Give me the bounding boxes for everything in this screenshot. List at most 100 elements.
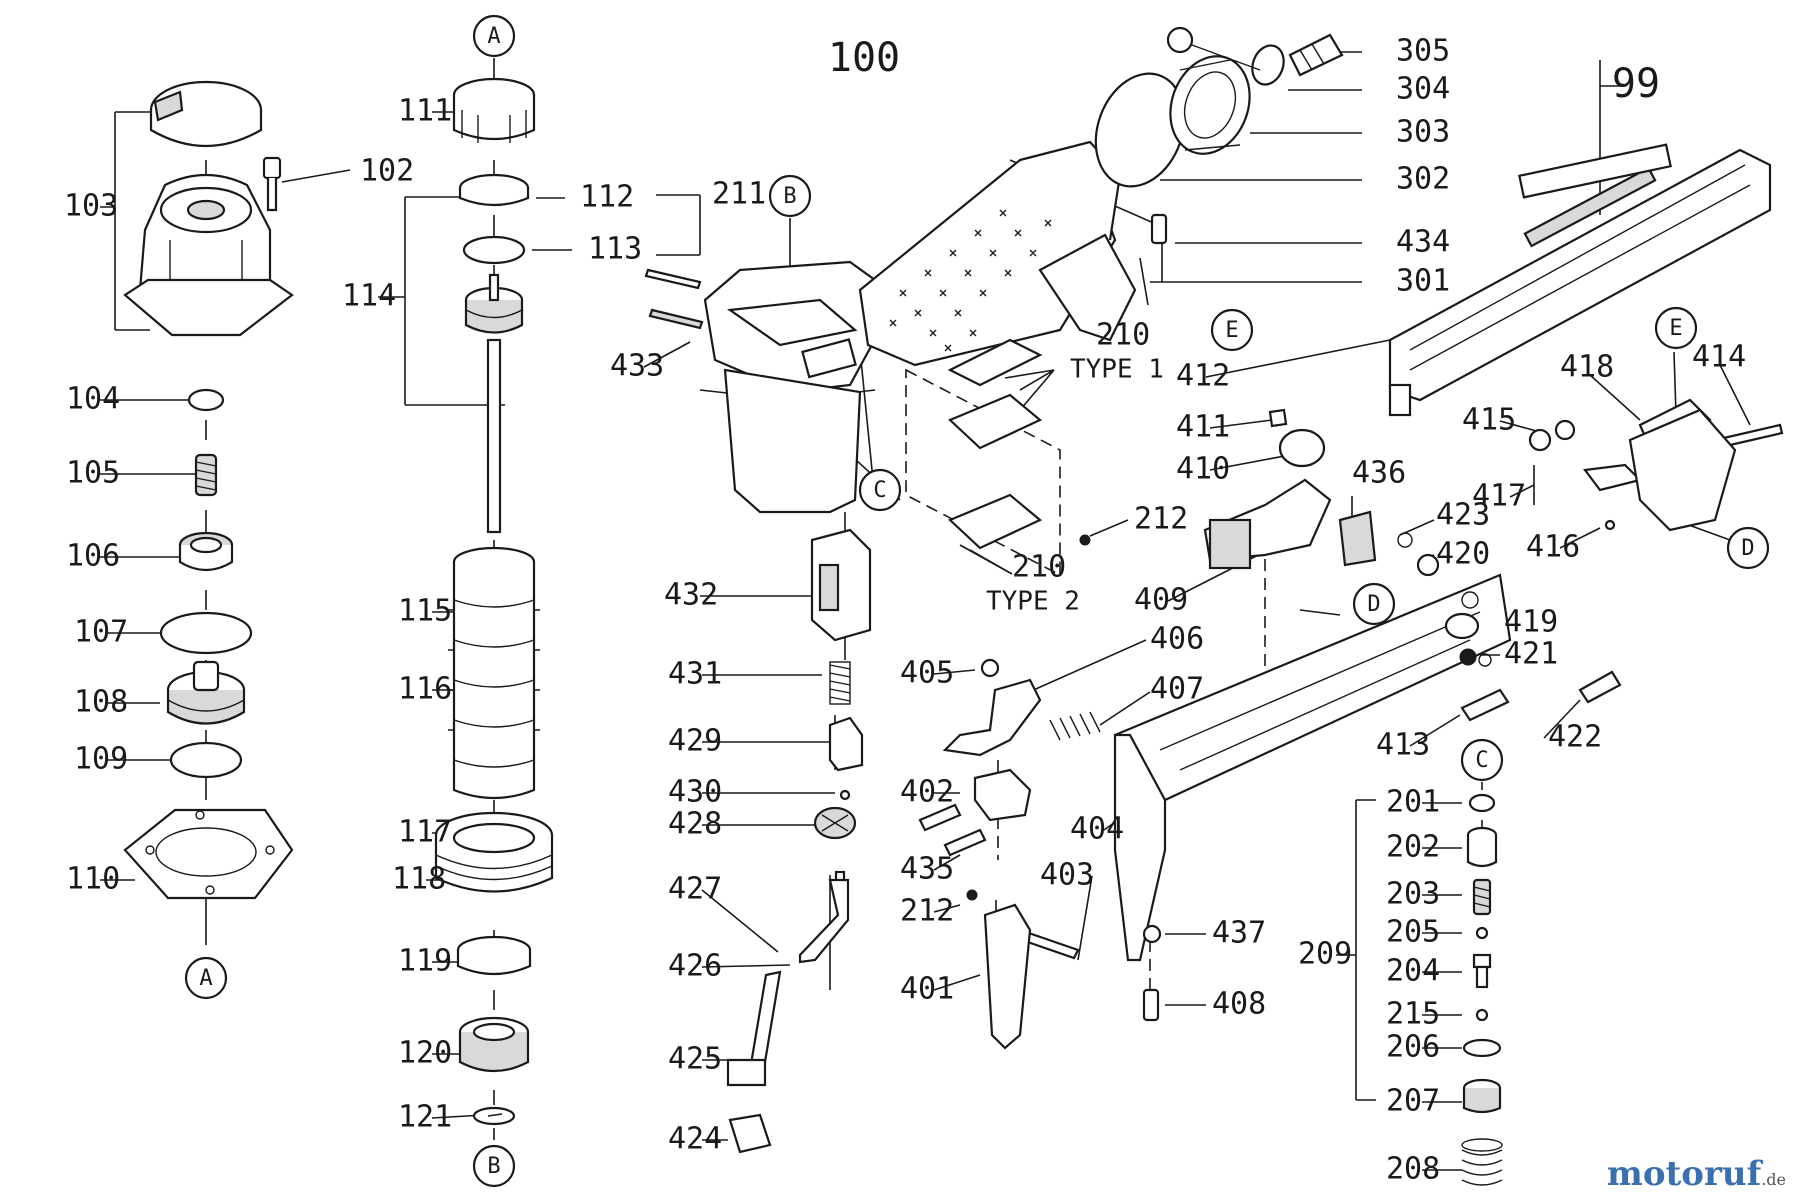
part-420 (1416, 553, 1440, 577)
part-422-screw (1578, 670, 1622, 704)
callout-427: 427 (668, 872, 722, 907)
part-304-washer (1251, 44, 1285, 86)
ref-letter-e: E (1225, 318, 1238, 343)
callout-205: 205 (1386, 915, 1440, 950)
part-401 (983, 903, 1032, 1050)
part-121 (472, 1106, 516, 1126)
watermark-suffix: .de (1761, 1170, 1786, 1189)
part-402 (973, 768, 1032, 822)
part-113-oring (462, 235, 526, 265)
part-429 (828, 716, 864, 772)
part-415-nut (1528, 419, 1576, 452)
part-106 (178, 531, 234, 572)
ref-circle-a-1 (184, 956, 228, 1000)
callout-401: 401 (900, 972, 954, 1007)
callout-423: 423 (1436, 498, 1490, 533)
callout-421: 421 (1504, 637, 1558, 672)
ref-letter-b: B (783, 184, 796, 209)
callout-109: 109 (74, 742, 128, 777)
part-404-magazine-body (1113, 573, 1512, 962)
callout-215: 215 (1386, 997, 1440, 1032)
ref-letter-d: D (1367, 592, 1380, 617)
part-103-cap (123, 80, 294, 337)
ref-letter-c: C (1475, 748, 1488, 773)
callout-105: 105 (66, 456, 120, 491)
part-210-plate (947, 338, 1043, 387)
part-210-type1 (948, 393, 1043, 450)
callout-208: 208 (1386, 1152, 1440, 1187)
ref-circle-b-2 (768, 174, 812, 218)
callout-115: 115 (398, 594, 452, 629)
callout-409: 409 (1134, 583, 1188, 618)
callout-425: 425 (668, 1042, 722, 1077)
part-302-oring (1094, 72, 1186, 188)
grip-texture (889, 209, 1052, 352)
ref-letter-a: A (487, 24, 500, 49)
callout-415: 415 (1462, 403, 1516, 438)
part-305-plug (1288, 33, 1344, 77)
part-204 (1472, 953, 1492, 989)
part-424 (728, 1113, 772, 1154)
part-109-oring (169, 741, 243, 779)
watermark: motoruf.de (1607, 1154, 1786, 1194)
callout-302: 302 (1396, 162, 1450, 197)
ref-letter-b: B (487, 1154, 500, 1179)
callout-434: 434 (1396, 225, 1450, 260)
callout-210-type1: 210 (1096, 318, 1150, 353)
part-405 (980, 658, 1000, 678)
callout-117: 117 (398, 815, 452, 850)
part-120 (458, 1016, 530, 1072)
callout-112: 112 (580, 180, 634, 215)
part-428-wheel (813, 806, 857, 840)
callout-405: 405 (900, 656, 954, 691)
callout-202: 202 (1386, 830, 1440, 865)
callout-437: 437 (1212, 916, 1266, 951)
part-412-magazine (1388, 148, 1772, 417)
callout-420: 420 (1436, 537, 1490, 572)
part-208-spring (1461, 1138, 1503, 1186)
part-435-screw2 (943, 828, 987, 857)
part-432 (810, 528, 872, 642)
part-117-118 (434, 811, 554, 893)
ref-letter-c: C (873, 478, 886, 503)
callout-102: 102 (360, 154, 414, 189)
ref-circle-c-5 (1460, 738, 1504, 782)
part-410 (1278, 428, 1326, 468)
callout-212b: 212 (900, 894, 954, 929)
callout-430: 430 (668, 775, 722, 810)
part-406 (942, 678, 1042, 757)
callout-121: 121 (398, 1100, 452, 1135)
callout-403: 403 (1040, 858, 1094, 893)
part-413-screw (1460, 688, 1510, 722)
callout-209: 209 (1298, 937, 1352, 972)
part-100-housing (703, 140, 1137, 514)
part-99-label (1518, 143, 1672, 199)
part-119 (456, 935, 532, 976)
callout-432: 432 (664, 578, 718, 613)
part-114-driver (464, 273, 524, 534)
part-drawings (123, 26, 1784, 1186)
ref-circle-b-3 (472, 1144, 516, 1188)
part-102-screw (262, 156, 282, 212)
part-108 (166, 660, 246, 725)
part-206 (1462, 1038, 1502, 1058)
callout-114: 114 (342, 279, 396, 314)
part-210-type2 (948, 493, 1043, 550)
callout-431: 431 (668, 657, 722, 692)
callout-413: 413 (1376, 728, 1430, 763)
ref-letter-a: A (199, 966, 212, 991)
callout-212: 212 (1134, 502, 1188, 537)
part-104 (187, 388, 225, 412)
watermark-text: motoruf (1606, 1154, 1762, 1194)
callout-210-type2: 210 (1012, 550, 1066, 585)
callout-107: 107 (74, 615, 128, 650)
callout-204: 204 (1386, 954, 1440, 989)
callout-404: 404 (1070, 812, 1124, 847)
callout-206: 206 (1386, 1030, 1440, 1065)
callout-429: 429 (668, 724, 722, 759)
part-215 (1475, 1008, 1489, 1022)
part-419 (1444, 612, 1480, 640)
callout-106: 106 (66, 539, 120, 574)
assembly-label-100: 100 (828, 35, 900, 81)
